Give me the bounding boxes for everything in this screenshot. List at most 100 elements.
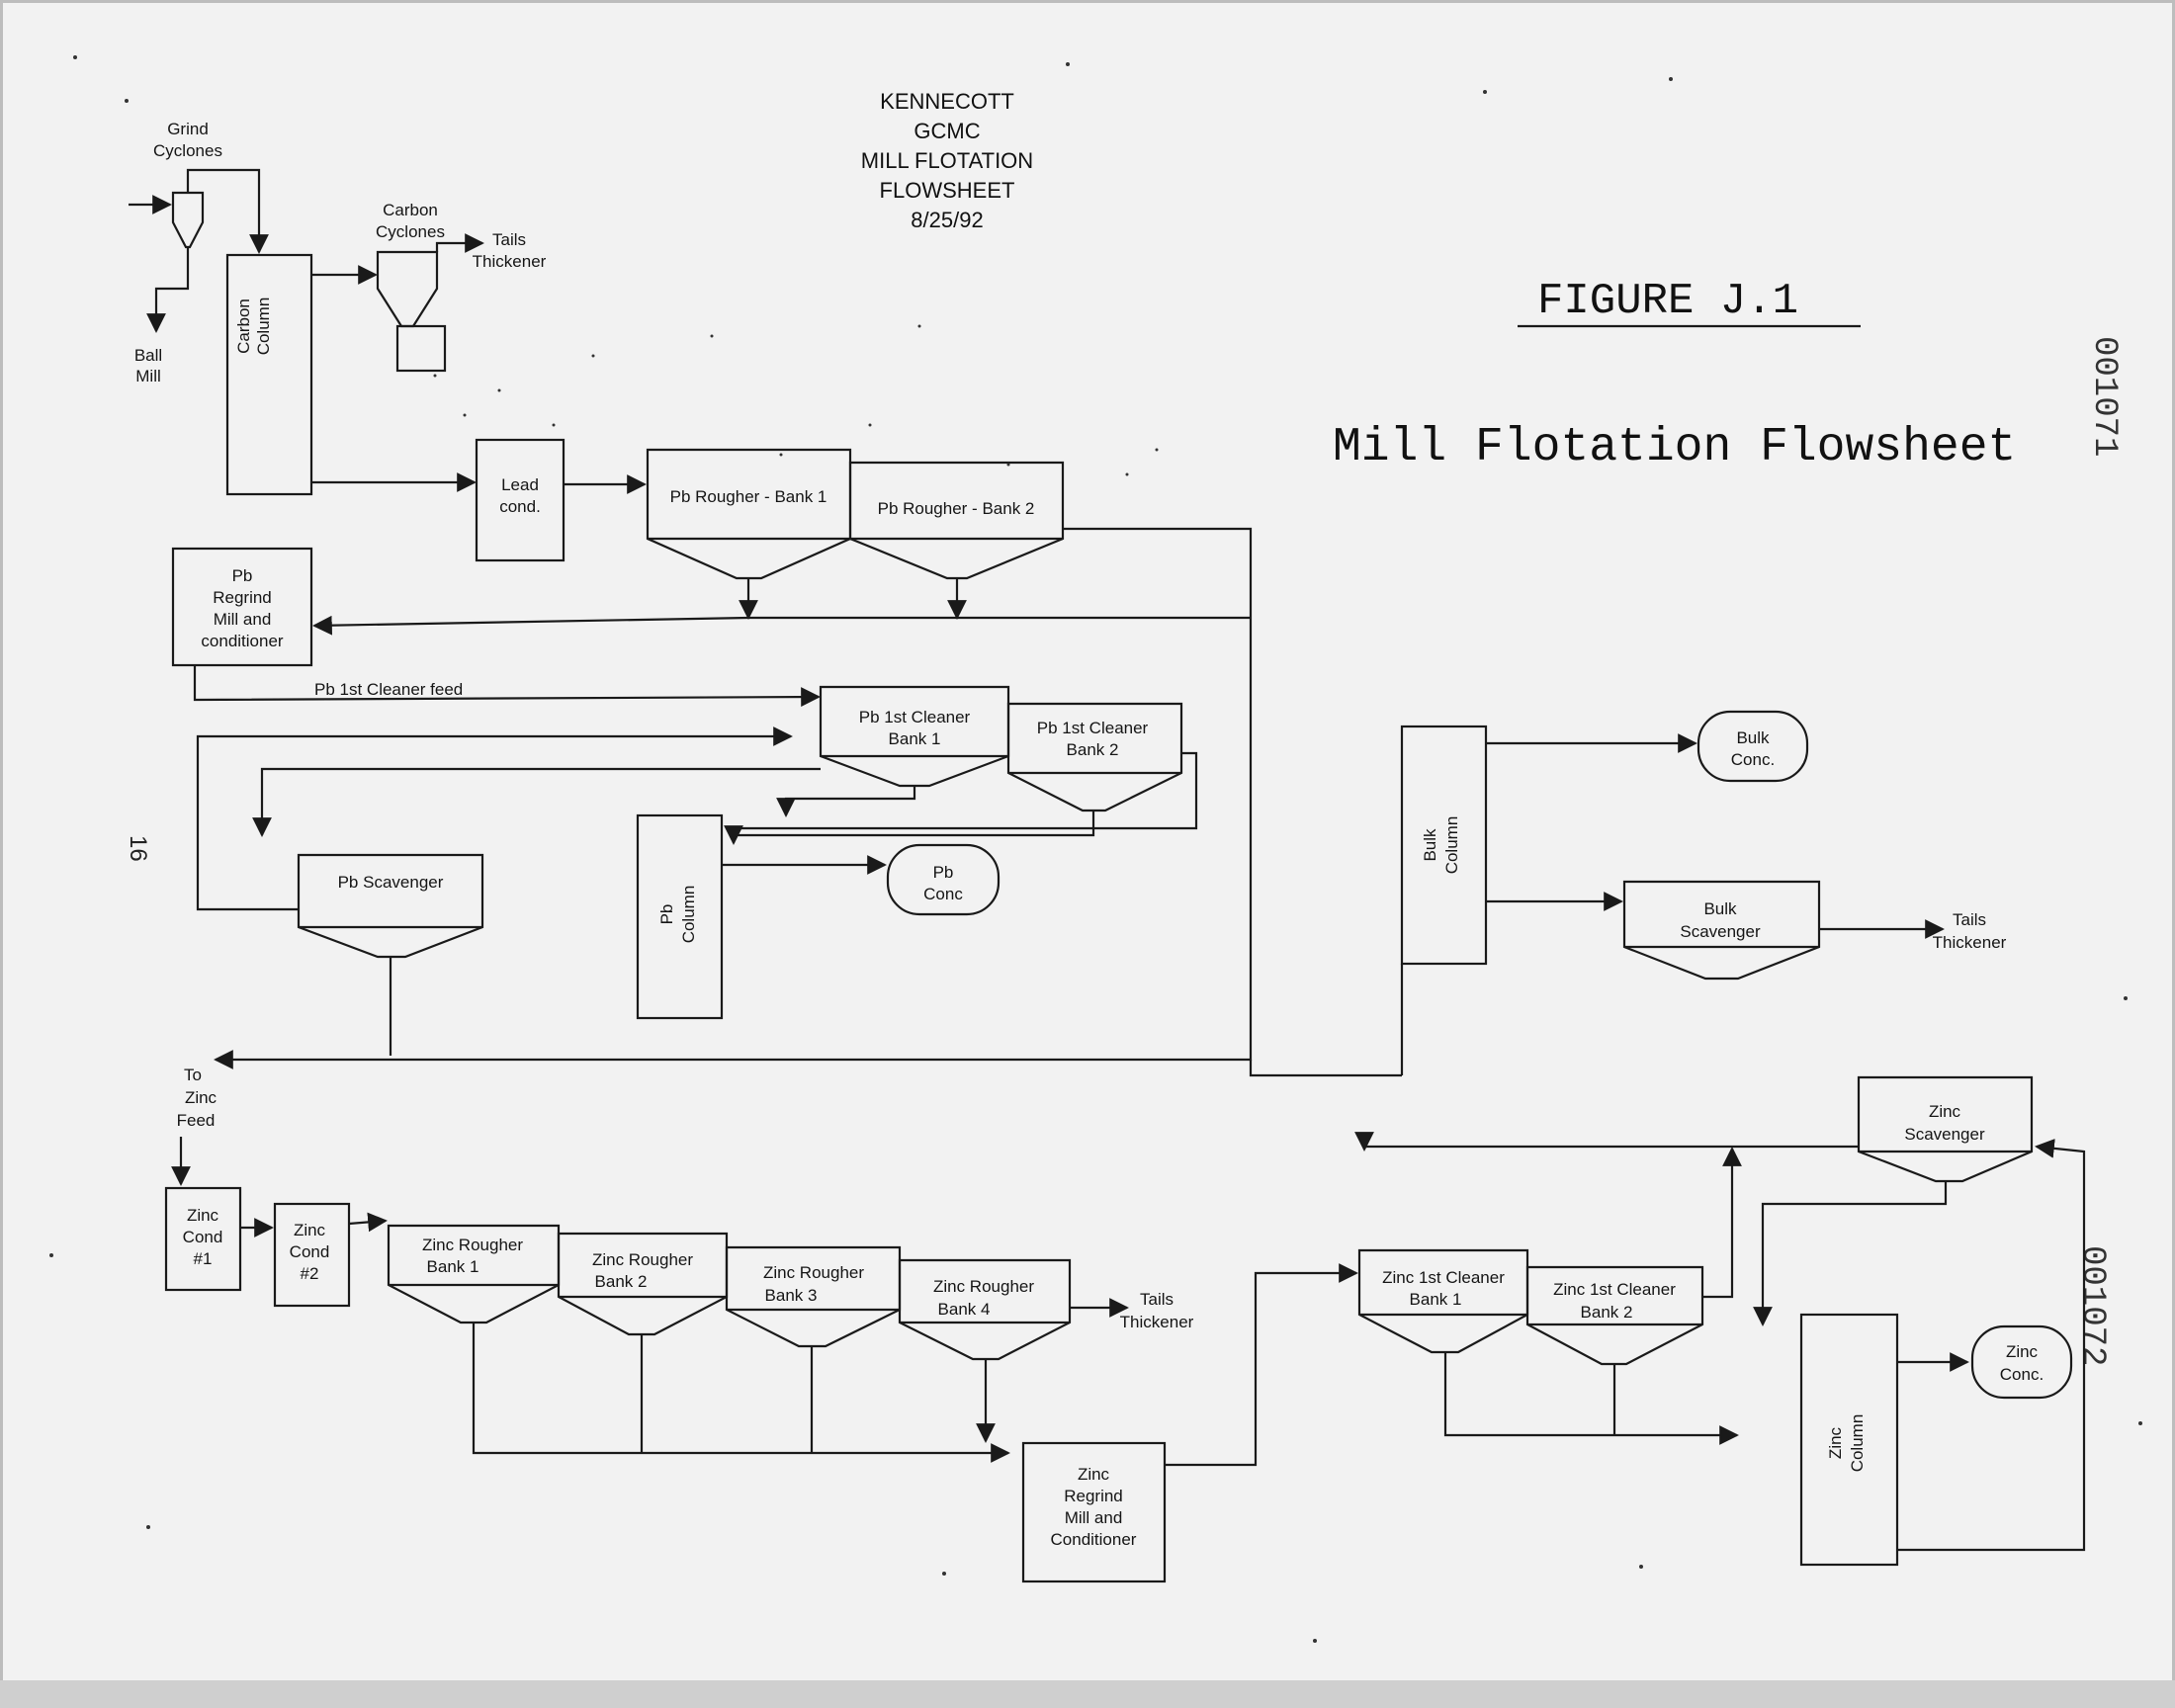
svg-text:Tails: Tails	[1953, 910, 1986, 929]
svg-text:Column: Column	[679, 886, 698, 944]
tails-thickener-3: Tails Thickener	[1120, 1290, 1194, 1331]
svg-text:Pb: Pb	[933, 863, 954, 882]
header-line: 8/25/92	[911, 208, 983, 232]
svg-text:Bank 2: Bank 2	[1067, 740, 1119, 759]
svg-text:Pb 1st Cleaner: Pb 1st Cleaner	[1037, 719, 1149, 737]
svg-text:Conc.: Conc.	[2000, 1365, 2044, 1384]
svg-text:Mill and: Mill and	[214, 610, 272, 629]
ball-mill: Ball Mill	[134, 346, 162, 385]
svg-text:Zinc Rougher: Zinc Rougher	[592, 1250, 693, 1269]
svg-text:Column: Column	[254, 298, 273, 356]
zinc-1st-cleaner-bank-2: Zinc 1st Cleaner Bank 2	[1525, 1265, 1704, 1366]
svg-text:Regrind: Regrind	[213, 588, 272, 607]
bulk-scavenger: Bulk Scavenger	[1622, 880, 1821, 981]
svg-text:Pb: Pb	[232, 566, 253, 585]
svg-text:Zinc: Zinc	[1826, 1426, 1845, 1459]
header-block: KENNECOTT GCMC MILL FLOTATION FLOWSHEET …	[861, 89, 1033, 232]
svg-text:Pb Rougher - Bank 2: Pb Rougher - Bank 2	[878, 499, 1035, 518]
svg-text:Bank 4: Bank 4	[938, 1300, 991, 1319]
pb-scavenger: Pb Scavenger	[297, 853, 484, 959]
svg-text:Tails: Tails	[1140, 1290, 1174, 1309]
pb-1st-cleaner-bank-2: Pb 1st Cleaner Bank 2	[1006, 702, 1183, 812]
svg-text:Zinc: Zinc	[2006, 1342, 2039, 1361]
svg-text:Zinc Rougher: Zinc Rougher	[933, 1277, 1034, 1296]
svg-text:Lead: Lead	[501, 475, 539, 494]
svg-text:Zinc: Zinc	[187, 1206, 219, 1225]
svg-text:Mill: Mill	[135, 367, 161, 385]
svg-text:Cyclones: Cyclones	[153, 141, 222, 160]
header-line: GCMC	[914, 119, 980, 143]
zinc-rougher-bank-1: Zinc Rougher Bank 1	[387, 1224, 561, 1324]
svg-text:Pb: Pb	[657, 904, 676, 925]
svg-text:Bank 1: Bank 1	[889, 729, 941, 748]
svg-text:Conc: Conc	[923, 885, 963, 903]
grind-cyclones: Grind Cyclones	[153, 120, 222, 249]
svg-text:Scavenger: Scavenger	[1680, 922, 1761, 941]
header-line: MILL FLOTATION	[861, 148, 1033, 173]
side-code-top: 001071	[2085, 336, 2123, 457]
svg-text:Bank 2: Bank 2	[1581, 1303, 1633, 1322]
zinc-scavenger: Zinc Scavenger	[1857, 1075, 2034, 1183]
zinc-column: Zinc Column	[1799, 1313, 1899, 1567]
carbon-cyclones: Carbon Cyclones	[376, 201, 447, 373]
svg-text:Zinc: Zinc	[1929, 1102, 1961, 1121]
header-line: KENNECOTT	[880, 89, 1014, 114]
svg-text:Zinc Rougher: Zinc Rougher	[422, 1236, 523, 1254]
to-zinc-feed: To Zinc Feed	[177, 1066, 218, 1130]
svg-text:Zinc: Zinc	[1078, 1465, 1110, 1484]
svg-text:Conc.: Conc.	[1731, 750, 1775, 769]
figure-label: FIGURE J.1	[1537, 277, 1798, 326]
page-number: 16	[125, 835, 151, 862]
svg-text:#1: #1	[194, 1249, 213, 1268]
pb-rougher-bank-2: Pb Rougher - Bank 2	[848, 461, 1065, 580]
svg-text:Pb 1st Cleaner feed: Pb 1st Cleaner feed	[314, 680, 463, 699]
pb-regrind-mill: Pb Regrind Mill and conditioner	[171, 547, 313, 667]
pb-conc: Pb Conc	[886, 843, 1000, 916]
svg-text:Pb Rougher - Bank 1: Pb Rougher - Bank 1	[670, 487, 827, 506]
pb-rougher-bank-1: Pb Rougher - Bank 1	[646, 448, 852, 580]
bulk-column: Bulk Column	[1400, 725, 1488, 966]
svg-text:Bank 3: Bank 3	[765, 1286, 818, 1305]
tails-thickener-1: Tails Thickener	[473, 230, 547, 271]
svg-text:#2: #2	[301, 1264, 319, 1283]
svg-text:conditioner: conditioner	[201, 632, 284, 650]
svg-text:Ball: Ball	[134, 346, 162, 365]
pb-1st-cleaner-feed: Pb 1st Cleaner feed	[314, 680, 463, 699]
svg-text:Thickener: Thickener	[473, 252, 547, 271]
svg-text:Column: Column	[1848, 1414, 1867, 1473]
svg-text:Tails: Tails	[492, 230, 526, 249]
figure-title: Mill Flotation Flowsheet	[1333, 421, 2016, 474]
zinc-rougher-bank-2: Zinc Rougher Bank 2	[557, 1232, 729, 1336]
side-code-bottom: 001072	[2073, 1245, 2111, 1366]
svg-text:Thickener: Thickener	[1120, 1313, 1194, 1331]
svg-text:Zinc: Zinc	[294, 1221, 326, 1239]
svg-text:Column: Column	[1442, 816, 1461, 875]
zinc-rougher-bank-4: Zinc Rougher Bank 4	[898, 1258, 1072, 1361]
svg-text:Zinc: Zinc	[185, 1088, 218, 1107]
svg-text:Pb 1st Cleaner: Pb 1st Cleaner	[859, 708, 971, 726]
svg-text:Mill and: Mill and	[1065, 1508, 1123, 1527]
svg-text:Cond: Cond	[183, 1228, 223, 1246]
svg-text:Scavenger: Scavenger	[1904, 1125, 1985, 1144]
svg-text:Bank 1: Bank 1	[1410, 1290, 1462, 1309]
carbon-column: Carbon Column	[225, 253, 313, 496]
svg-text:cond.: cond.	[499, 497, 541, 516]
svg-text:Zinc Rougher: Zinc Rougher	[763, 1263, 864, 1282]
zinc-cond-1: Zinc Cond #1	[164, 1186, 242, 1292]
tails-thickener-2: Tails Thickener	[1933, 910, 2007, 952]
svg-text:Bank 2: Bank 2	[595, 1272, 648, 1291]
svg-text:Regrind: Regrind	[1064, 1487, 1123, 1505]
svg-text:Carbon: Carbon	[383, 201, 438, 219]
svg-text:Pb Scavenger: Pb Scavenger	[338, 873, 444, 892]
svg-text:Zinc 1st Cleaner: Zinc 1st Cleaner	[1553, 1280, 1676, 1299]
bulk-conc: Bulk Conc.	[1696, 710, 1809, 783]
svg-text:Bulk: Bulk	[1703, 899, 1737, 918]
svg-text:Cyclones: Cyclones	[376, 222, 445, 241]
pb-1st-cleaner-bank-1: Pb 1st Cleaner Bank 1	[819, 685, 1010, 788]
svg-text:Conditioner: Conditioner	[1051, 1530, 1137, 1549]
svg-text:Zinc 1st Cleaner: Zinc 1st Cleaner	[1382, 1268, 1505, 1287]
svg-text:Bulk: Bulk	[1421, 828, 1439, 862]
svg-text:Bulk: Bulk	[1736, 728, 1770, 747]
